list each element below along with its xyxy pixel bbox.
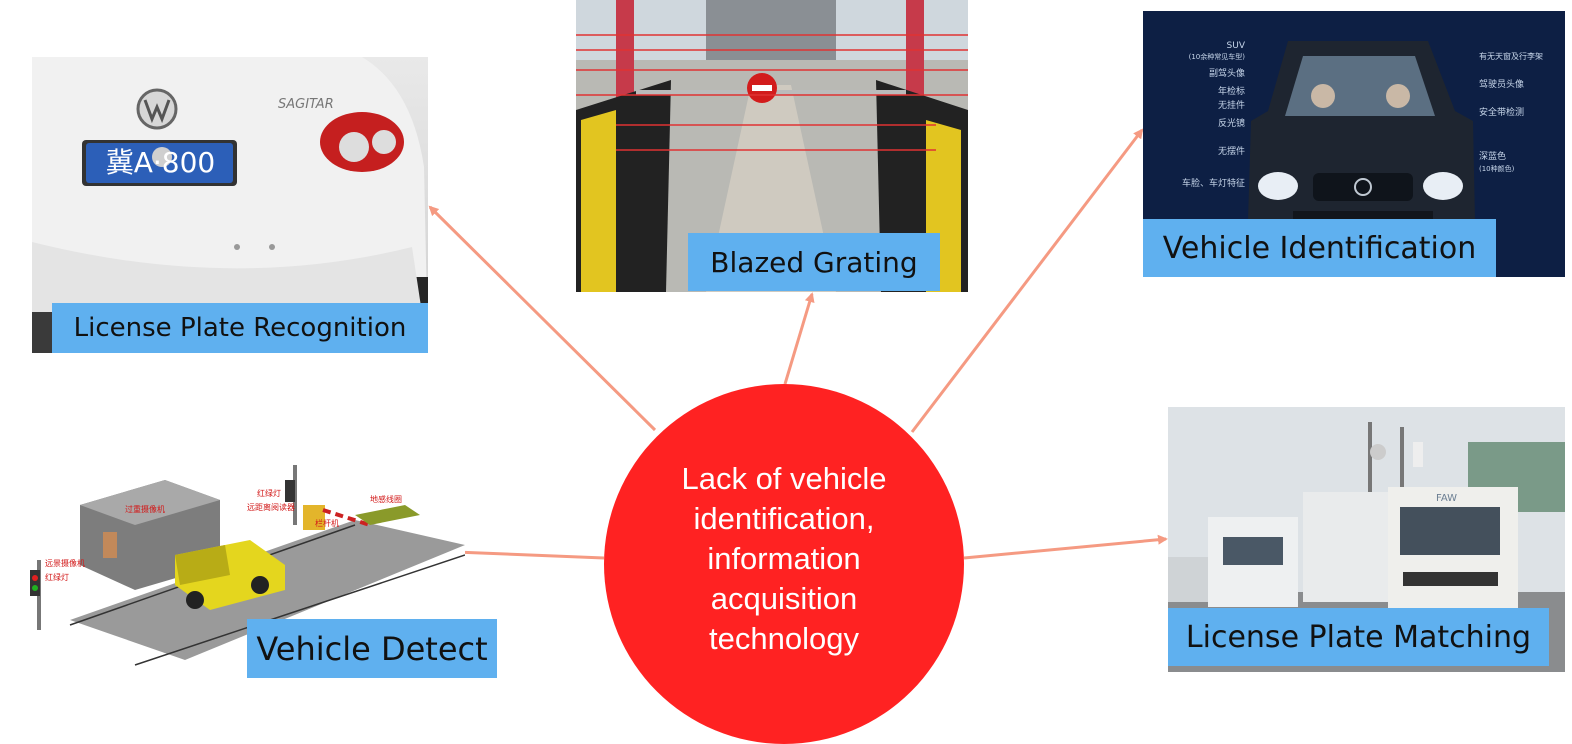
arrow-to-license-plate-recognition: [428, 205, 657, 432]
vehicle-label: SUV: [1226, 41, 1245, 51]
center-concept-text: Lack of vehicle identification, informat…: [681, 461, 887, 656]
vehicle-label: (10种颜色): [1479, 165, 1515, 173]
arrow-to-blazed-grating: [783, 292, 815, 385]
detect-label: 远景摄像机: [45, 559, 85, 568]
caption-vehicle-detect: Vehicle Detect: [247, 619, 497, 678]
caption-blazed-grating: Blazed Grating: [688, 233, 940, 291]
vehicle-label: 安全带检测: [1479, 108, 1525, 118]
arrow-to-license-plate-matching: [963, 534, 1168, 560]
truck-badge: FAW: [1436, 493, 1458, 504]
vehicle-label: 副驾头像: [1208, 69, 1245, 79]
detect-label: 过重摄像机: [125, 505, 165, 514]
detect-label: 红绿灯: [257, 489, 281, 498]
vehicle-labels-right: 有无天窗及行李架 驾驶员头像 安全带检测 深蓝色 (10种颜色): [1479, 43, 1565, 175]
vehicle-label: 驾驶员头像: [1479, 80, 1525, 90]
caption-license-plate-recognition: License Plate Recognition: [52, 303, 428, 353]
vehicle-labels-left: SUV (10余种常见车型) 副驾头像 年检标 无挂件 反光镜 无摆件 车脸、车…: [1147, 41, 1245, 199]
detect-scene-illustration: [30, 465, 465, 666]
arrow-to-vehicle-identification: [910, 128, 1144, 433]
vehicle-label: 有无天窗及行李架: [1479, 52, 1543, 61]
center-concept-circle: Lack of vehicle identification, informat…: [604, 384, 964, 744]
vehicle-label: 无摆件: [1217, 147, 1245, 157]
detect-label: 地感线圈: [370, 495, 402, 504]
caption-license-plate-matching: License Plate Matching: [1168, 608, 1549, 666]
detect-label: 栏杆机: [315, 519, 339, 528]
vehicle-label: (10余种常见车型): [1188, 53, 1245, 61]
vehicle-label: 反光镜: [1217, 119, 1245, 129]
vehicle-label: 深蓝色: [1479, 152, 1507, 162]
vehicle-label: 车脸、车灯特征: [1181, 179, 1245, 189]
caption-vehicle-identification: Vehicle Identification: [1143, 219, 1496, 277]
vehicle-label: 无挂件: [1217, 101, 1245, 111]
vehicle-label: 年检标: [1217, 87, 1245, 97]
detect-label: 红绿灯: [45, 573, 69, 582]
car-model-badge: SAGITAR: [278, 97, 334, 112]
license-plate-text: 冀A·800: [105, 146, 216, 179]
detect-label: 远距离阅读器: [247, 503, 295, 512]
